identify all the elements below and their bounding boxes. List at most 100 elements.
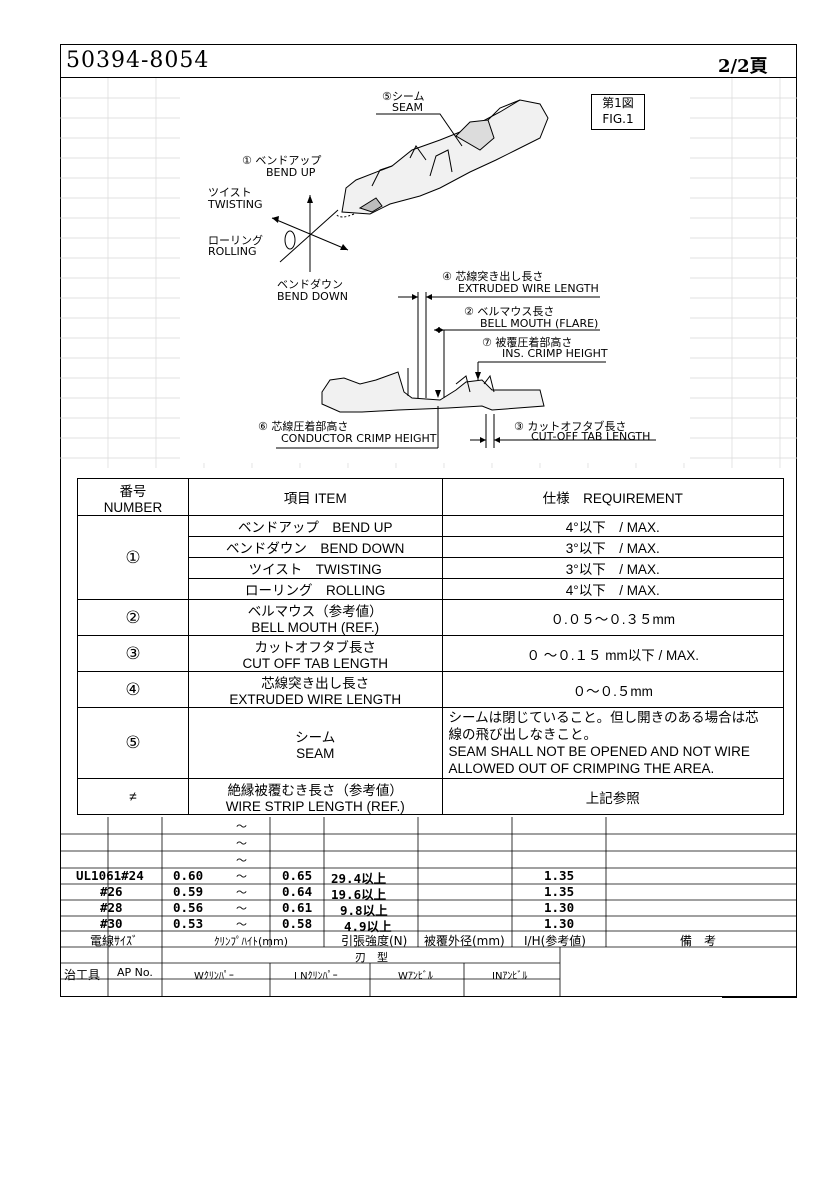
seam-label-jp: ⑤シーム bbox=[382, 90, 425, 103]
crimp-terminal-figure bbox=[271, 99, 656, 449]
seam-label-en: SEAM bbox=[392, 101, 423, 114]
item-name: ツイスト TWISTING bbox=[187, 557, 443, 579]
drawing-sheet bbox=[60, 44, 797, 997]
item-number: ≠ bbox=[77, 778, 189, 815]
item-name-en: EXTRUDED WIRE LENGTH bbox=[229, 692, 402, 707]
twisting-label-en: TWISTING bbox=[208, 198, 263, 211]
item-requirement: 3°以下 / MAX. bbox=[441, 557, 784, 579]
wire-size: #30 bbox=[100, 916, 123, 931]
item-name-jp: カットオフタブ長さ bbox=[254, 640, 376, 655]
item-name-en: BELL MOUTH (REF.) bbox=[251, 620, 380, 635]
crimp-height-min: 0.60 bbox=[173, 868, 204, 883]
document-number: 50394-8054 bbox=[66, 48, 210, 73]
item-name: ベンドアップ BEND UP bbox=[187, 515, 443, 537]
crimp-height-max: 0.65 bbox=[282, 868, 313, 883]
extruded-label-en: EXTRUDED WIRE LENGTH bbox=[458, 282, 599, 295]
table-row: ベンドダウン BEND DOWN 3°以下 / MAX. bbox=[78, 536, 784, 558]
figure-label-en: FIG.1 bbox=[602, 112, 634, 126]
insulation-diameter-header: 被覆外径(mm) bbox=[424, 934, 505, 948]
seam-requirement-line: SEAM SHALL NOT BE OPENED AND NOT WIRE bbox=[448, 744, 750, 759]
bell-mouth-label-en: BELL MOUTH (FLARE) bbox=[480, 317, 599, 330]
item-name: 絶縁被覆むき長さ（参考値） WIRE STRIP LENGTH (REF.) bbox=[187, 778, 443, 815]
bottom-rule bbox=[722, 997, 797, 998]
item-requirement: ０～０.５mm bbox=[441, 671, 784, 708]
item-name: シーム SEAM bbox=[187, 707, 443, 779]
item-name: 芯線突き出し長さ EXTRUDED WIRE LENGTH bbox=[187, 671, 443, 708]
ih-header: I/H(参考値) bbox=[524, 934, 586, 948]
item-number: ④ bbox=[77, 671, 189, 708]
seam-requirement-line: 線の飛び出しなきこと。 bbox=[448, 727, 598, 742]
conductor-crimp-label-jp: ⑥ 芯線圧着部高さ bbox=[258, 420, 349, 433]
crimp-height-min: 0.53 bbox=[173, 916, 204, 931]
number-header-jp: 番号 bbox=[119, 483, 147, 499]
item-requirement: 3°以下 / MAX. bbox=[441, 536, 784, 558]
item-name-jp: ベルマウス（参考値） bbox=[247, 604, 383, 619]
tilde: ～ bbox=[236, 886, 247, 899]
rolling-label-jp: ローリング bbox=[208, 234, 263, 247]
ih-reference: 1.35 bbox=[544, 884, 575, 899]
item-name: ベンドダウン BEND DOWN bbox=[187, 536, 443, 558]
tilde: ～ bbox=[236, 820, 247, 833]
figure-label: 第1図 FIG.1 bbox=[591, 94, 645, 130]
bend-up-label-jp: ① ベンドアップ bbox=[242, 154, 322, 167]
tool-header: 治工具 bbox=[64, 968, 101, 982]
table-row: ③ カットオフタブ長さ CUT OFF TAB LENGTH ０ ～０.１５ m… bbox=[77, 635, 784, 672]
tensile-strength: 29.4以上 bbox=[331, 871, 387, 886]
number-header: 番号 NUMBER bbox=[77, 478, 189, 516]
cutoff-tab-label-jp: ③ カットオフタブ長さ bbox=[514, 420, 627, 433]
item-number: ③ bbox=[77, 635, 189, 672]
item-name: カットオフタブ長さ CUT OFF TAB LENGTH bbox=[187, 635, 443, 672]
page-number: 2/2頁 bbox=[718, 56, 768, 77]
ih-reference: 1.35 bbox=[544, 868, 575, 883]
wire-size: #28 bbox=[100, 900, 123, 915]
item-header: 項目 ITEM bbox=[187, 478, 443, 516]
item-name-en: WIRE STRIP LENGTH (REF.) bbox=[225, 799, 405, 814]
crimp-height-max: 0.64 bbox=[282, 884, 313, 899]
number-header-en: NUMBER bbox=[103, 499, 163, 515]
ap-number-header: AP No. bbox=[117, 966, 153, 979]
ins-crimp-label-jp: ⑦ 被覆圧着部高さ bbox=[482, 336, 573, 349]
table-row: ② ベルマウス（参考値） BELL MOUTH (REF.) ０.０５～０.３５… bbox=[77, 599, 784, 636]
table-row: ① ベンドアップ BEND UP 4°以下 / MAX. bbox=[77, 515, 784, 600]
crimp-height-min: 0.59 bbox=[173, 884, 204, 899]
item-name-en: SEAM bbox=[296, 745, 335, 761]
wire-size: UL1061#24 bbox=[76, 868, 144, 883]
tilde: ～ bbox=[236, 918, 247, 931]
item-number: ① bbox=[77, 515, 189, 600]
seam-requirement-line: シームは閉じていること。但し開きのある場合は芯 bbox=[448, 710, 759, 725]
tilde: ～ bbox=[236, 870, 247, 883]
item-requirement: シームは閉じていること。但し開きのある場合は芯 線の飛び出しなきこと。 SEAM… bbox=[441, 707, 784, 779]
crimp-height-max: 0.58 bbox=[282, 916, 313, 931]
w-anvil-header: Wｱﾝﾋﾞﾙ bbox=[398, 971, 433, 982]
item-number: ⑤ bbox=[77, 707, 189, 779]
wire-size: #26 bbox=[100, 884, 123, 899]
item-requirement: 上記参照 bbox=[441, 778, 784, 815]
table-row: ④ 芯線突き出し長さ EXTRUDED WIRE LENGTH ０～０.５mm bbox=[77, 671, 784, 708]
requirements-table: 番号 NUMBER 項目 ITEM 仕様 REQUIREMENT ① ベンドアッ… bbox=[77, 478, 784, 815]
wire-size-header: 電線ｻｲｽﾞ bbox=[90, 934, 139, 948]
ih-reference: 1.30 bbox=[544, 916, 575, 931]
item-name: ベルマウス（参考値） BELL MOUTH (REF.) bbox=[187, 599, 443, 636]
item-name-en: CUT OFF TAB LENGTH bbox=[242, 656, 388, 671]
rolling-label-en: ROLLING bbox=[208, 245, 257, 258]
crimp-height-min: 0.56 bbox=[173, 900, 204, 915]
item-name-jp: シーム bbox=[295, 729, 336, 745]
item-requirement: 4°以下 / MAX. bbox=[441, 578, 784, 600]
requirements-header-row: 番号 NUMBER 項目 ITEM 仕様 REQUIREMENT bbox=[77, 478, 784, 516]
header-rule bbox=[60, 77, 797, 78]
twisting-label-jp: ツイスト bbox=[208, 186, 252, 199]
conductor-crimp-label-en: CONDUCTOR CRIMP HEIGHT bbox=[281, 432, 437, 445]
item-requirement: ０.０５～０.３５mm bbox=[441, 599, 784, 636]
figure-grid bbox=[60, 78, 797, 468]
bend-up-label-en: BEND UP bbox=[266, 166, 316, 179]
tilde: ～ bbox=[236, 854, 247, 867]
crimp-table-grid bbox=[60, 817, 797, 997]
bend-down-label-en: BEND DOWN bbox=[277, 290, 348, 303]
extruded-label-jp: ④ 芯線突き出し長さ bbox=[442, 270, 544, 283]
tilde: ～ bbox=[236, 837, 247, 850]
item-name: ローリング ROLLING bbox=[187, 578, 443, 600]
figure-label-jp: 第1図 bbox=[602, 96, 634, 110]
table-row: ツイスト TWISTING 3°以下 / MAX. bbox=[78, 557, 784, 579]
w-crimper-header: Wｸﾘﾝﾊﾟｰ bbox=[194, 971, 234, 982]
crimp-height-max: 0.61 bbox=[282, 900, 313, 915]
